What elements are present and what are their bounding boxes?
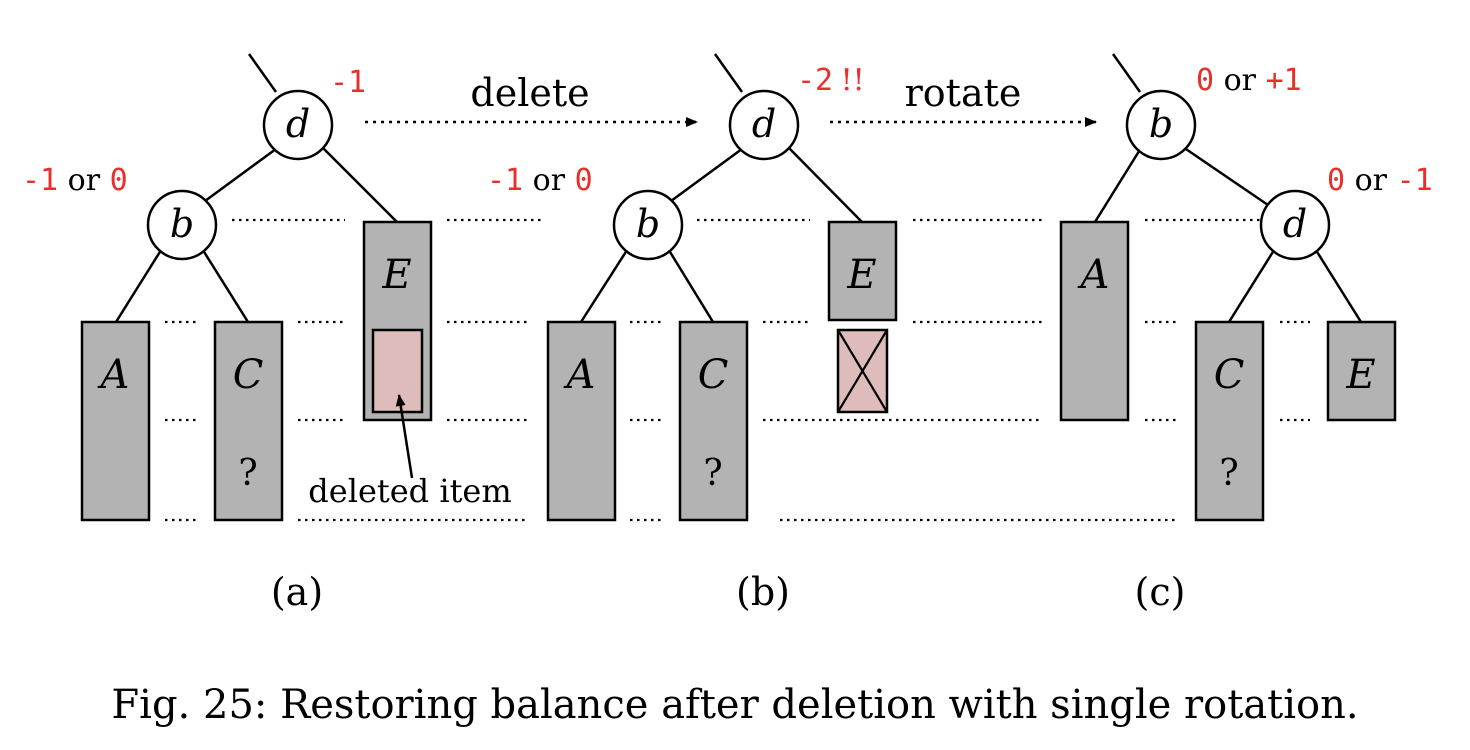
subtree-c — [678, 320, 749, 522]
subtree-c-unknown: ? — [238, 453, 257, 494]
subtree-a — [1059, 220, 1130, 422]
level-guides — [165, 218, 1310, 522]
panel-a-edges — [114, 53, 398, 323]
subtree-a-label: A — [97, 352, 130, 398]
delete-arrow-label: delete — [470, 71, 589, 115]
figure-caption: Fig. 25: Restoring balance after deletio… — [111, 682, 1358, 728]
subtree-e-label: E — [381, 252, 411, 298]
balance-root-c: 0 or +1 — [1196, 63, 1302, 98]
balance-b-b: -1 or 0 — [487, 163, 593, 198]
panel-c-label: (c) — [1135, 570, 1186, 614]
panel-a: d b A C ? E -1 -1 or 0 deleted item (a) — [22, 53, 512, 614]
node-b — [612, 189, 684, 261]
subtree-c-unknown: ? — [1219, 453, 1238, 494]
node-b — [146, 189, 218, 261]
subtree-c — [1194, 320, 1265, 522]
node-d-label: d — [1283, 202, 1307, 246]
rotate-arrow: rotate — [830, 71, 1097, 127]
delete-arrow: delete — [365, 71, 698, 127]
balance-d-c: 0 or -1 — [1327, 163, 1433, 198]
node-d — [262, 89, 334, 161]
balance-root-b: -2 !! — [797, 63, 865, 98]
panel-b: d b A C ? E -2 !! -1 or 0 (b) — [487, 53, 898, 614]
panel-c: b d A C ? E 0 or +1 0 or -1 (c) — [1059, 53, 1433, 614]
subtree-a-label: A — [563, 352, 596, 398]
subtree-e-label: E — [1345, 352, 1375, 398]
node-b-label: b — [636, 202, 660, 246]
subtree-a-label: A — [1077, 252, 1110, 298]
subtree-e — [1326, 320, 1397, 422]
node-b-label: b — [1149, 102, 1173, 146]
rotate-arrow-label: rotate — [905, 71, 1022, 115]
subtree-c-label: C — [698, 352, 729, 398]
subtree-e — [827, 220, 898, 322]
subtree-a — [80, 320, 151, 522]
panel-b-edges — [579, 53, 863, 323]
node-b — [1125, 89, 1197, 161]
node-d — [728, 89, 800, 161]
panel-b-label: (b) — [736, 570, 790, 614]
node-b-label: b — [170, 202, 194, 246]
subtree-c — [213, 320, 284, 522]
node-d-label: d — [752, 102, 776, 146]
node-d — [1259, 189, 1331, 261]
node-d-label: d — [286, 102, 310, 146]
removed-item-box — [836, 328, 889, 414]
deleted-item-box — [371, 328, 424, 414]
panel-c-edges — [1093, 53, 1363, 323]
deleted-item-label: deleted item — [308, 472, 511, 510]
subtree-c-label: C — [233, 352, 264, 398]
subtree-a — [546, 320, 617, 522]
deleted-item-pointer — [395, 394, 414, 479]
subtree-c-unknown: ? — [703, 453, 722, 494]
subtree-e-label: E — [846, 252, 876, 298]
balance-root-a: -1 — [330, 65, 366, 100]
balance-b-a: -1 or 0 — [22, 163, 128, 198]
panel-a-label: (a) — [271, 570, 323, 614]
subtree-c-label: C — [1214, 352, 1245, 398]
